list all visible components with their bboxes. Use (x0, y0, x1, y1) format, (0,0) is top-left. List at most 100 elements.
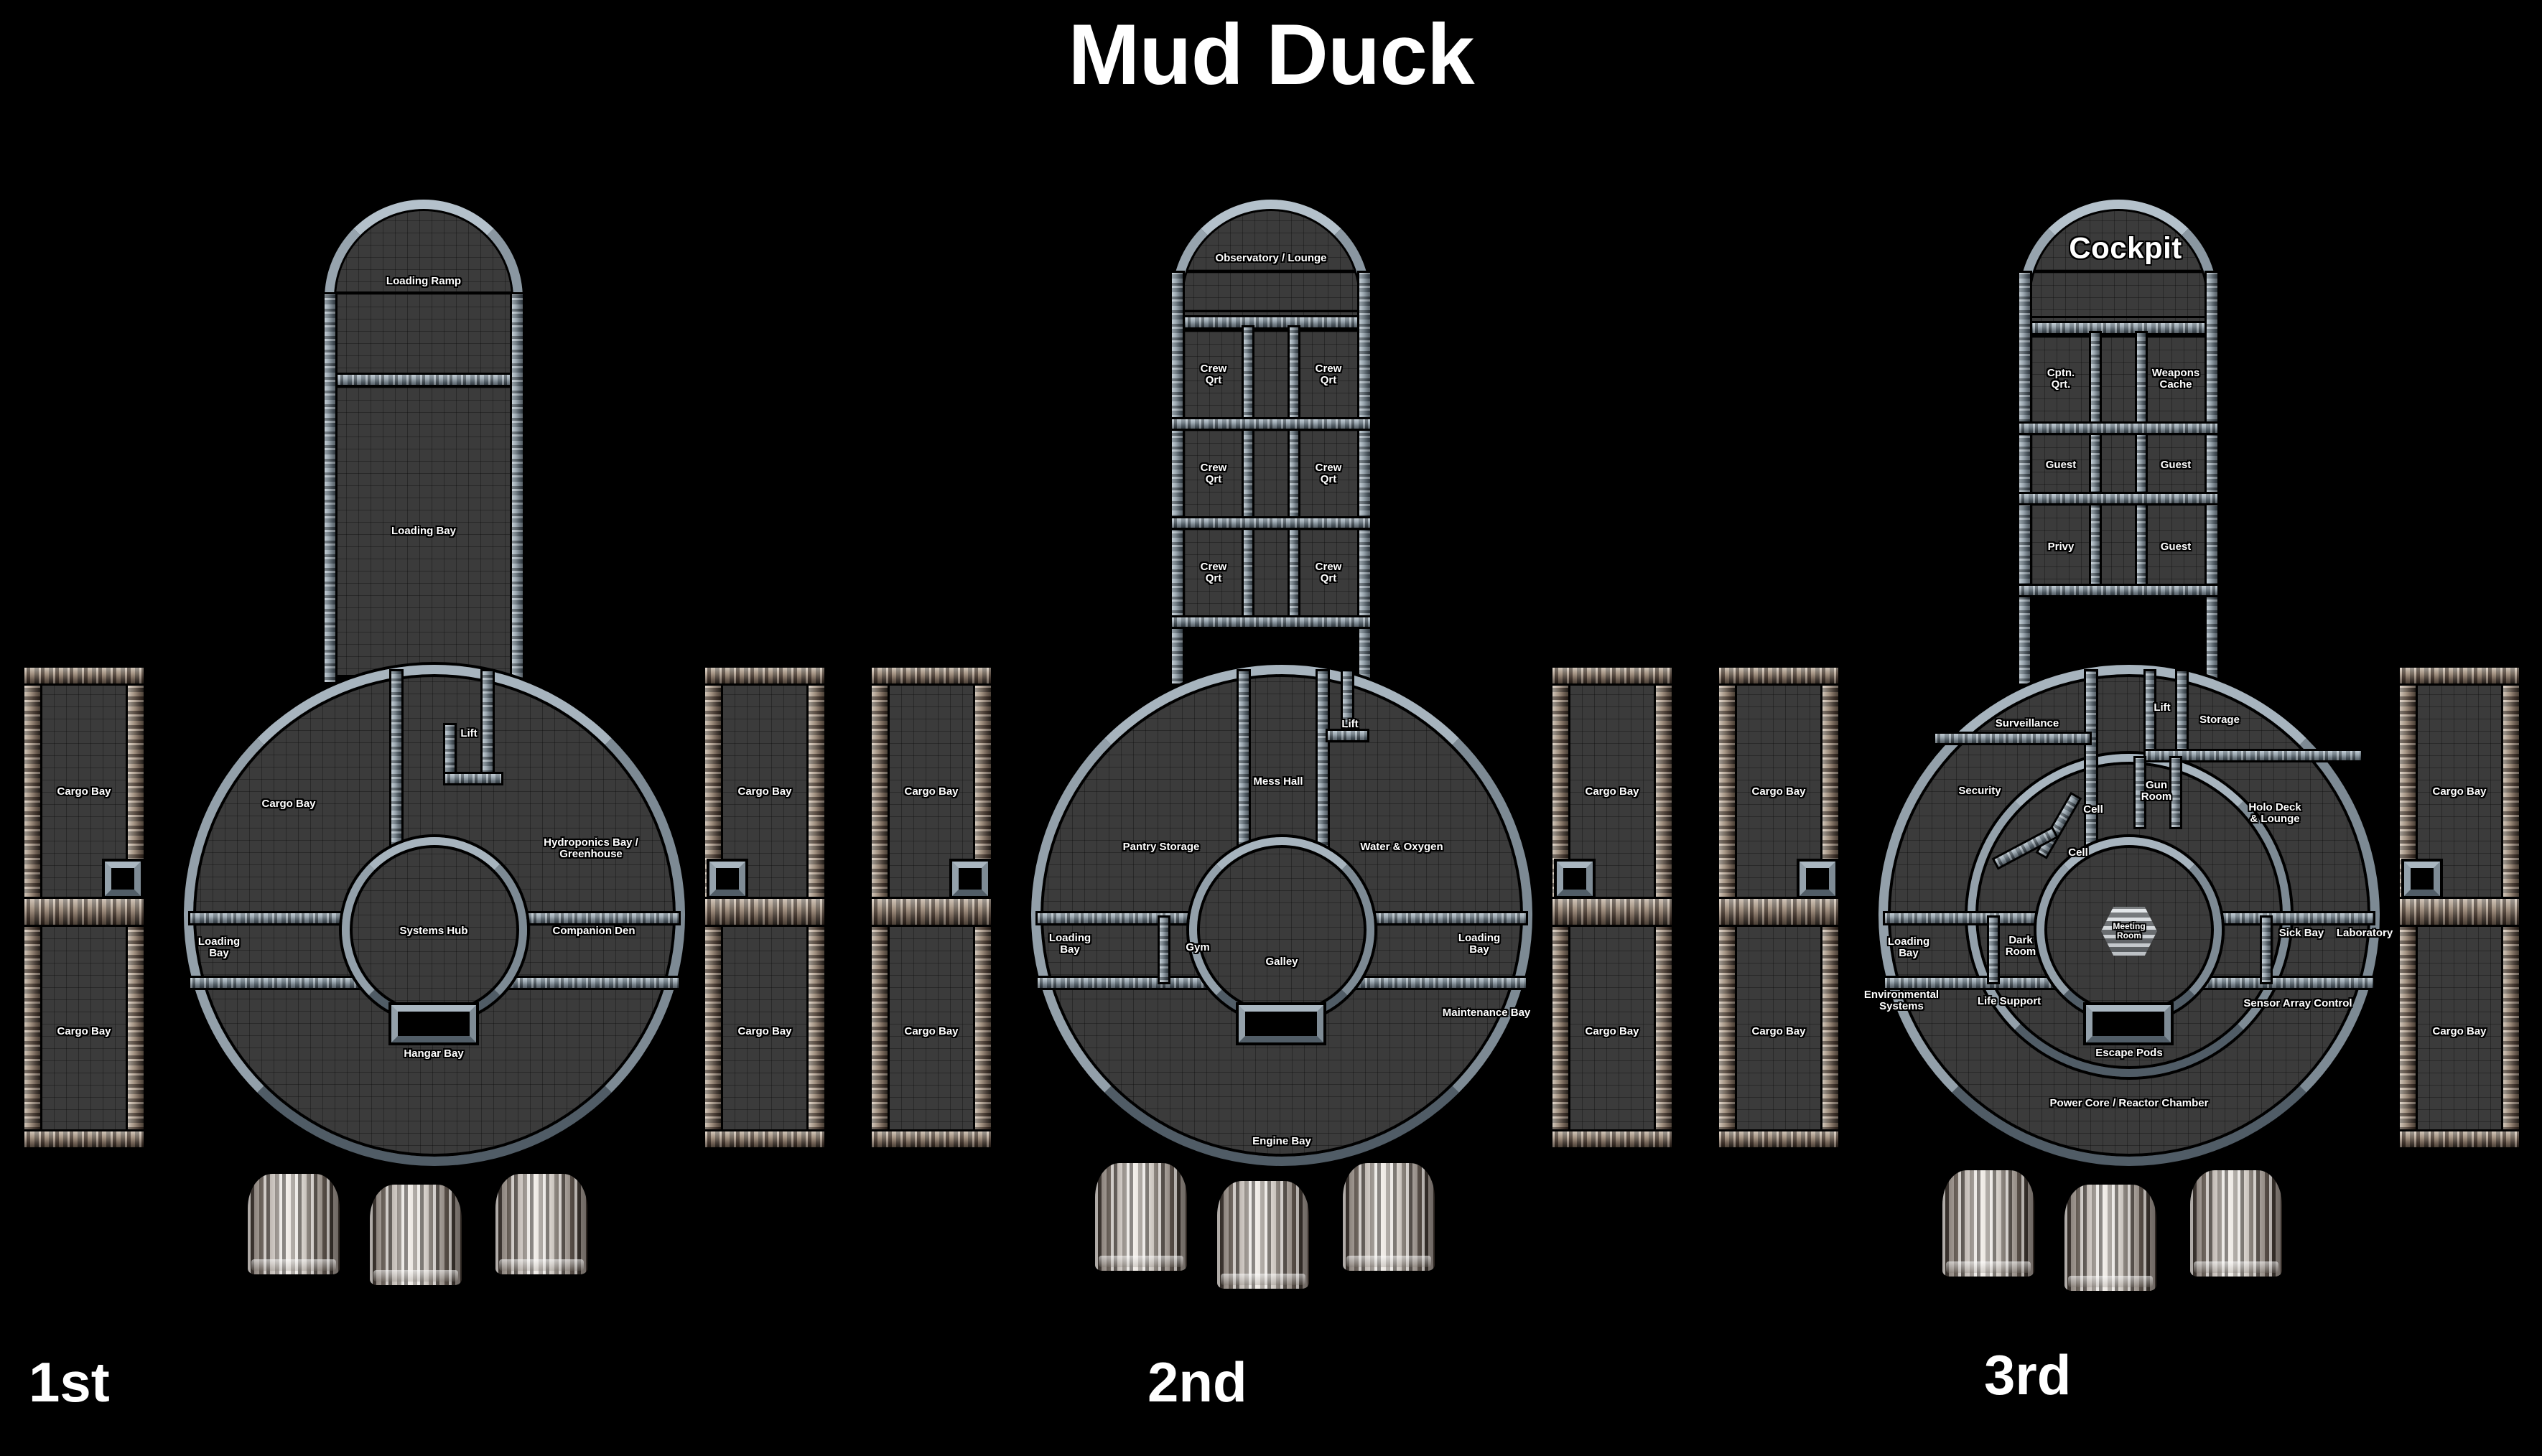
wall-gunroom-left-3 (2136, 758, 2144, 827)
engine-nacelle-2a (1095, 1163, 1187, 1271)
wall-lift-bottom-2 (1328, 731, 1367, 740)
pod-left-wall-bottom-3 (1719, 1131, 1838, 1147)
pod-left-wall-bottom-2 (872, 1131, 991, 1147)
galley-ring-2 (1189, 837, 1374, 1022)
wall-lift-bottom-1 (445, 774, 501, 783)
hangar-hatch-1 (391, 1005, 476, 1042)
wall-crew-row-3-2 (1172, 617, 1370, 627)
deck-2: Observatory / Lounge Crew Qrt Crew Qrt C… (847, 0, 1695, 1414)
pod-right-wall-mid-1 (705, 899, 824, 925)
pod-right-wall-top-2 (1552, 668, 1672, 683)
pod-right-wall-bottom-3 (2400, 1131, 2519, 1147)
wall-neck-left-3 (2019, 273, 2030, 683)
wall-lift-left-1 (445, 725, 455, 781)
pod-right-floor-bottom-3 (2417, 926, 2502, 1134)
engine-nacelle-1c (495, 1174, 587, 1274)
pod-right-wall-mid-2 (1552, 899, 1672, 925)
room-crew-qrt-3 (1185, 431, 1242, 517)
room-crew-qrt-2 (1300, 332, 1357, 418)
deck-3: Cockpit Cptn. Qrt. Weapons Cache Guest G… (1695, 0, 2542, 1406)
wall-ramp-arch (325, 200, 523, 386)
pod-left-floor-bottom-2 (889, 926, 974, 1134)
pod-right-wall-bottom-1 (705, 1131, 824, 1147)
pod-right-airlock-1 (709, 862, 745, 896)
wall-neck-row-2-3 (2019, 494, 2217, 503)
pod-left-floor-top-3 (1736, 682, 1821, 897)
deck-caption-1: 1st (29, 1350, 110, 1414)
room-weapons-cache (2147, 337, 2205, 422)
escape-pods-hatch-3 (2086, 1005, 2171, 1042)
wall-neck-right (512, 294, 523, 682)
pod-left-wall-mid-2 (872, 899, 991, 925)
wall-neck-left-2 (1172, 273, 1183, 683)
pod-right-floor-bottom-1 (722, 926, 807, 1134)
wall-observatory-divider (1172, 317, 1370, 327)
wall-neck-right-3 (2207, 273, 2217, 683)
pod-left-floor-bottom-1 (42, 926, 126, 1134)
room-guest-3 (2147, 505, 2205, 584)
wall-neck-right-2 (1359, 273, 1370, 683)
wall-saucer-vert-lift-1 (483, 671, 493, 775)
pod-right-floor-top-3 (2417, 682, 2502, 897)
corridor-neck-2b (1252, 431, 1290, 517)
wall-surveillance-bottom-3 (1935, 734, 2090, 743)
pod-right-airlock-3 (2404, 862, 2440, 896)
pod-left-wall-top-3 (1719, 668, 1838, 683)
page-title: Mud Duck (1068, 6, 1474, 103)
room-privy (2032, 505, 2090, 584)
wall-gunroom-right-3 (2171, 758, 2180, 827)
wall-cockpit-divider (2019, 323, 2217, 333)
wall-darkroom-left-3 (1989, 918, 1998, 982)
room-crew-qrt-5 (1185, 530, 1242, 616)
engine-nacelle-3b (2064, 1185, 2156, 1291)
wall-storage-left-3 (2177, 671, 2187, 757)
engine-nacelle-3c (2190, 1170, 2282, 1277)
pod-left-wall-top-1 (24, 668, 144, 683)
pod-left-airlock-2 (952, 862, 988, 896)
pod-right-wall-top-1 (705, 668, 824, 683)
corridor-neck-2a (1252, 332, 1290, 418)
room-crew-qrt-1 (1185, 332, 1242, 418)
wall-crew-col-right-2 (1290, 327, 1298, 622)
wall-saucer-vert-upper-3 (2086, 671, 2096, 865)
corridor-neck-3a (2099, 337, 2138, 422)
meeting-room-table-icon (2101, 907, 2157, 956)
wall-ramp-divider (325, 375, 523, 386)
pod-right-airlock-2 (1557, 862, 1593, 896)
room-cptn-qrt (2032, 337, 2090, 422)
wall-gym-left-2 (1160, 918, 1168, 982)
wall-neck-col-left-3 (2091, 333, 2100, 592)
engine-hatch-2 (1239, 1005, 1323, 1042)
wall-crew-row-2-2 (1172, 518, 1370, 528)
pod-left-wall-mid-1 (24, 899, 144, 925)
wall-sickbay-right-3 (2262, 918, 2271, 982)
engine-nacelle-3a (1942, 1170, 2034, 1277)
wall-lift-storage-bottom-3 (2146, 751, 2361, 760)
room-guest-2 (2147, 435, 2205, 493)
corridor-neck-2c (1252, 530, 1290, 616)
engine-nacelle-2b (1217, 1181, 1309, 1289)
corridor-neck-3c (2099, 505, 2138, 584)
wall-neck-row-3-3 (2019, 586, 2217, 595)
hub-ring-1 (342, 837, 527, 1022)
wall-neck-left (325, 294, 335, 682)
pod-right-wall-bottom-2 (1552, 1131, 1672, 1147)
pod-left-wall-mid-3 (1719, 899, 1838, 925)
room-guest-1 (2032, 435, 2090, 493)
engine-nacelle-1b (370, 1185, 462, 1285)
wall-lift-left-2 (1343, 671, 1352, 736)
pod-right-floor-top-2 (1570, 682, 1654, 897)
wall-lift-left-3 (2146, 671, 2154, 757)
wall-crew-col-left-2 (1244, 327, 1252, 622)
pod-left-floor-bottom-3 (1736, 926, 1821, 1134)
wall-neck-row-1-3 (2019, 424, 2217, 433)
wall-neck-col-right-3 (2137, 333, 2146, 592)
pod-right-floor-bottom-2 (1570, 926, 1654, 1134)
deck-caption-3: 3rd (1984, 1343, 2072, 1406)
deck-1: Loading Ramp Loading Bay Cargo Bay Lift … (0, 0, 847, 1414)
pod-left-wall-bottom-1 (24, 1131, 144, 1147)
engine-nacelle-2c (1343, 1163, 1435, 1271)
pod-left-airlock-3 (1800, 862, 1835, 896)
pod-right-wall-top-3 (2400, 668, 2519, 683)
